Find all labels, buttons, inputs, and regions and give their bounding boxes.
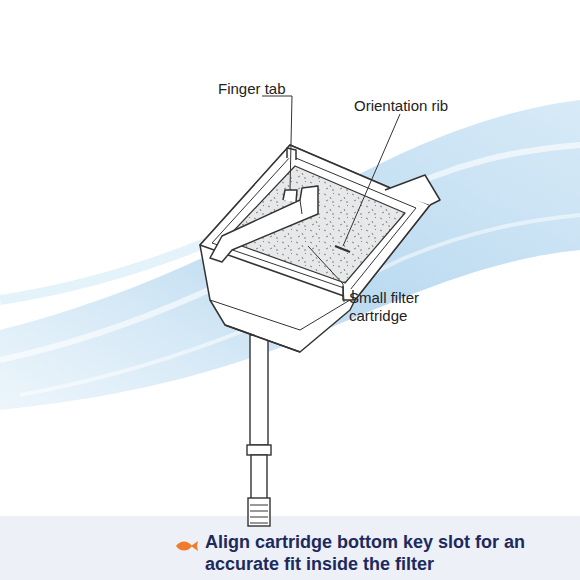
cartridge-label: Small filter cartridge [349, 289, 474, 325]
caption-text: Align cartridge bottom key slot for an a… [205, 531, 565, 575]
orientation-rib-label: Orientation rib [354, 97, 494, 115]
finger-tab-label: Finger tab [218, 80, 338, 98]
fish-icon [176, 541, 198, 551]
